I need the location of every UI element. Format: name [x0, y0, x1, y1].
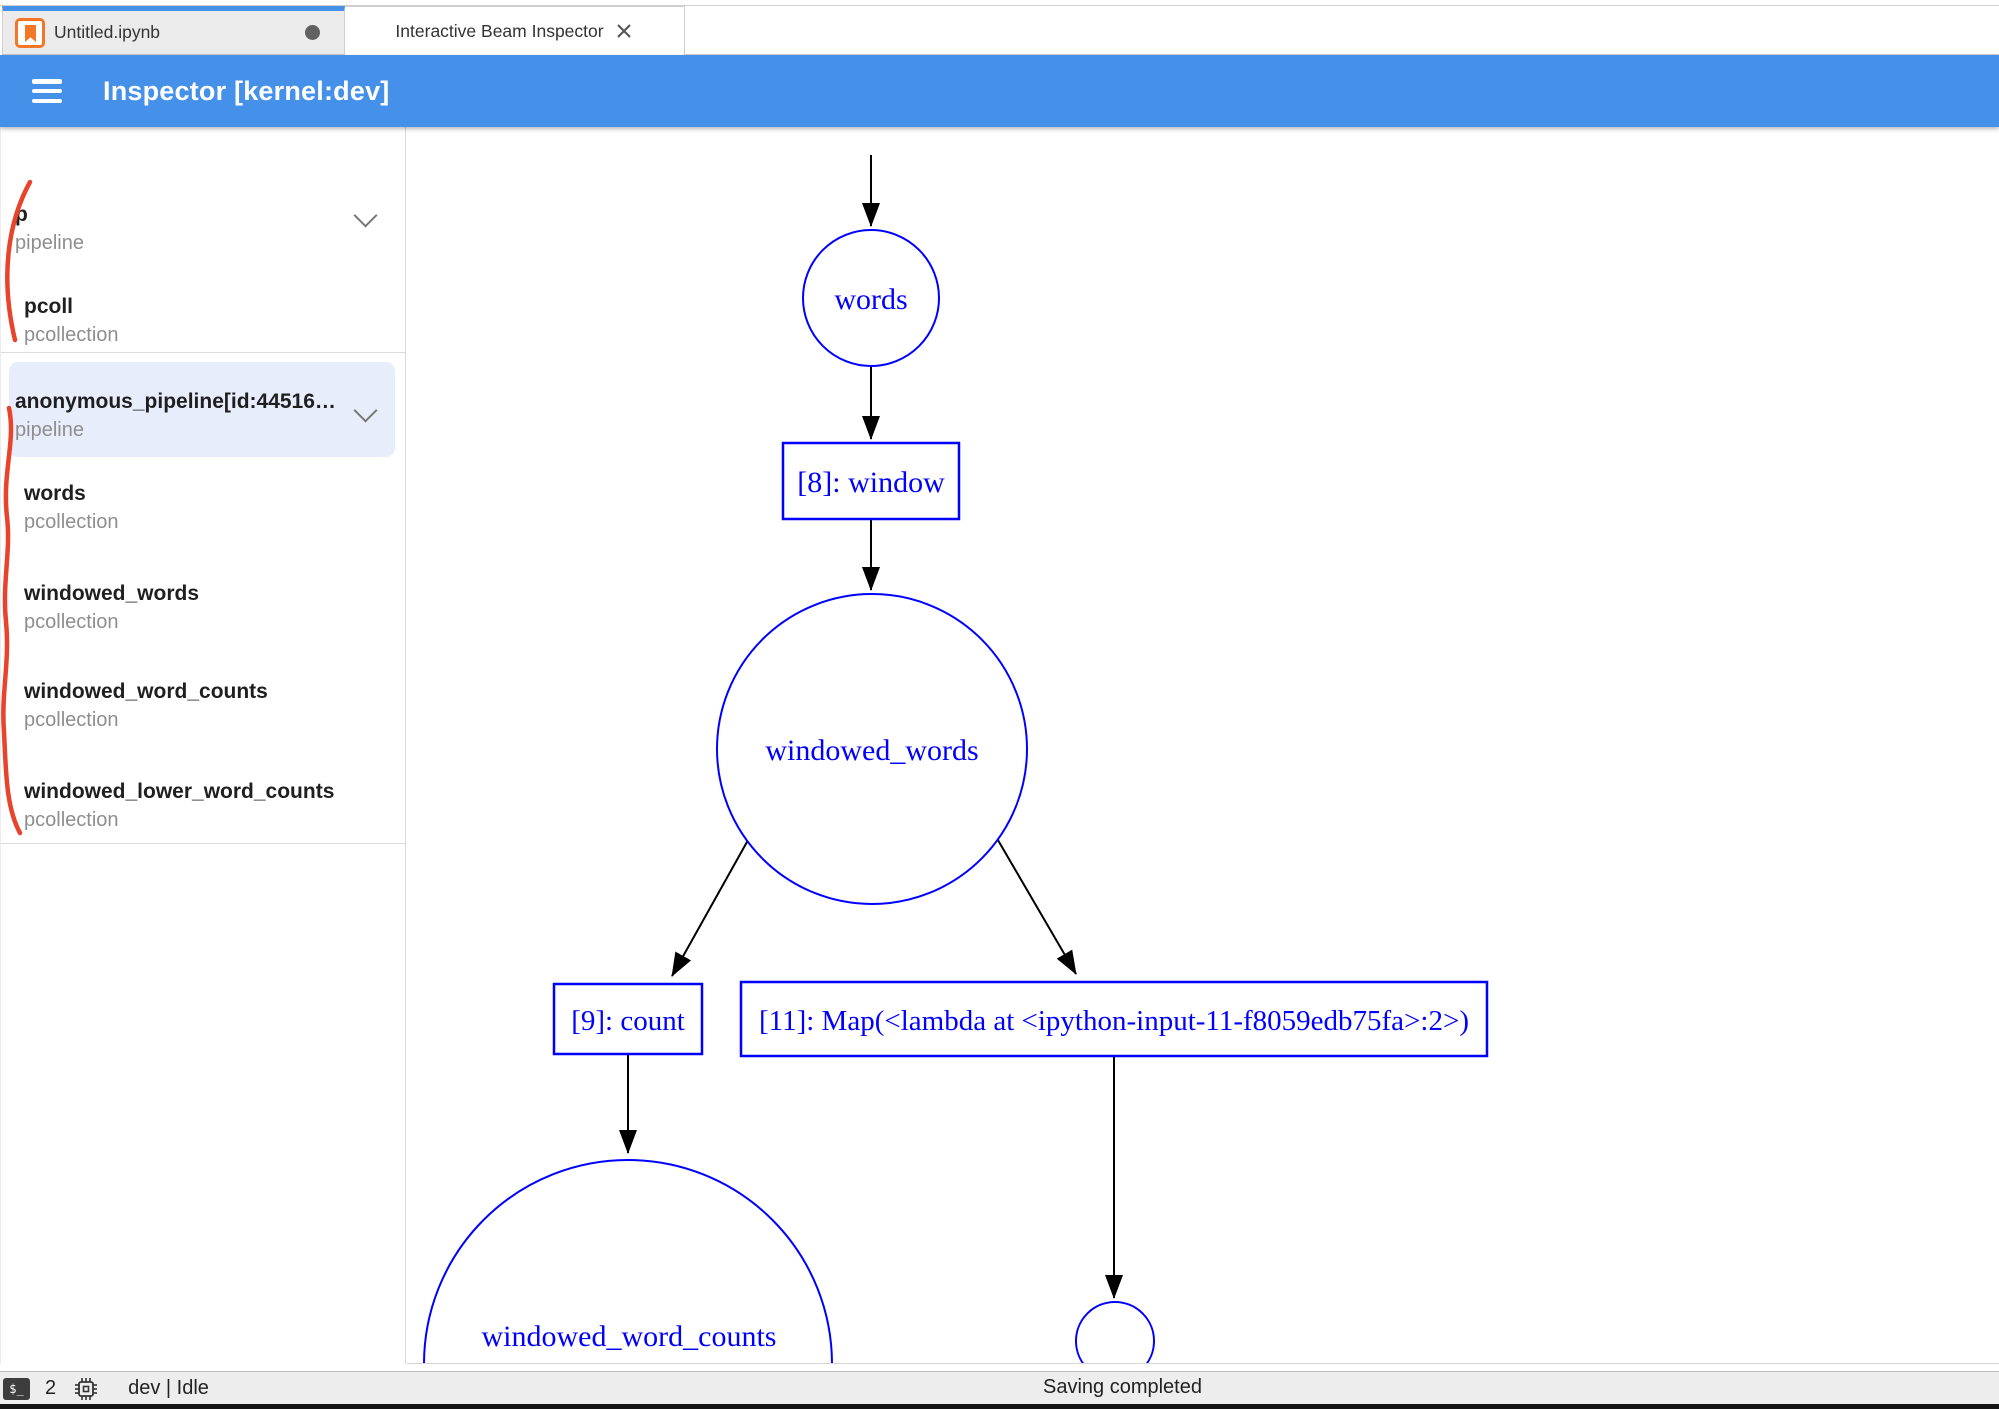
status-bar: $_ 2 dev | Idle Saving completed: [0, 1371, 1999, 1405]
terminal-icon[interactable]: $_: [3, 1377, 30, 1400]
tree-item-type: pcollection: [24, 511, 119, 533]
notebook-icon: [15, 17, 45, 48]
tree-item-words[interactable]: words pcollection: [1, 480, 405, 536]
edge-windowedwords-map: [994, 834, 1077, 975]
kernel-status[interactable]: dev | Idle: [128, 1377, 209, 1399]
hamburger-icon[interactable]: [32, 79, 62, 103]
chip-icon[interactable]: [74, 1377, 98, 1401]
pipeline-card-p: p pipeline pcoll pcollection: [1, 127, 405, 353]
graph-node-label: words: [834, 283, 907, 316]
tree-item-type: pcollection: [24, 611, 119, 633]
pipeline-graph-svg: words [8]: window windowed_words [9]: co…: [423, 155, 1489, 1364]
close-icon[interactable]: [614, 21, 634, 41]
edge-windowedwords-count: [671, 832, 753, 977]
graph-node-label: [8]: window: [797, 466, 945, 499]
tree-item-name: anonymous_pipeline[id:44516…: [15, 390, 336, 413]
window-bottom-edge: [0, 1404, 1999, 1409]
pipeline-tree-panel: p pipeline pcoll pcollection anonymous_p…: [0, 127, 406, 1364]
tree-item-anonymous-pipeline-selected[interactable]: anonymous_pipeline[id:44516… pipeline: [9, 362, 395, 457]
save-status-message: Saving completed: [1043, 1376, 1202, 1398]
tree-item-name: pcoll: [24, 295, 74, 318]
graph-node-map-lambda[interactable]: [739, 980, 1489, 1058]
pipeline-graph-canvas: words [8]: window windowed_words [9]: co…: [407, 127, 1999, 1364]
graph-node-label: windowed_word_counts: [482, 1320, 777, 1353]
graph-node-label: [9]: count: [571, 1005, 685, 1037]
tree-item-name: windowed_words: [24, 582, 200, 605]
tree-item-type: pcollection: [24, 809, 119, 831]
tree-item-pipeline-p[interactable]: p pipeline: [1, 201, 405, 257]
graph-node-window[interactable]: [781, 441, 961, 521]
pipeline-card-anonymous: anonymous_pipeline[id:44516… pipeline wo…: [1, 352, 405, 844]
tab-untitled-notebook[interactable]: Untitled.ipynb: [2, 6, 345, 55]
inspector-header: Inspector [kernel:dev]: [0, 55, 1999, 127]
tree-item-windowed-word-counts[interactable]: windowed_word_counts pcollection: [1, 678, 405, 734]
graph-node-windowed-words[interactable]: [716, 593, 1028, 905]
terminal-count[interactable]: 2: [45, 1377, 57, 1399]
terminal-glyph: $_: [9, 1381, 24, 1396]
tree-item-type: pcollection: [24, 324, 119, 346]
tree-item-type: pipeline: [15, 232, 84, 254]
tree-item-name: windowed_lower_word_counts: [24, 780, 335, 803]
tree-item-pcoll[interactable]: pcoll pcollection: [1, 293, 405, 349]
tree-item-name: p: [15, 203, 28, 226]
tab-label: Untitled.ipynb: [54, 22, 161, 42]
tree-item-windowed-words[interactable]: windowed_words pcollection: [1, 580, 405, 636]
tree-item-type: pipeline: [15, 419, 84, 441]
tab-beam-inspector[interactable]: Interactive Beam Inspector: [345, 6, 685, 55]
dock-tab-bar: Untitled.ipynb Interactive Beam Inspecto…: [0, 6, 1999, 55]
graph-node-windowed-word-counts[interactable]: [423, 1159, 833, 1364]
graph-node-words[interactable]: [802, 229, 940, 367]
tab-label: Interactive Beam Inspector: [395, 20, 604, 41]
graph-node-unlabeled-output[interactable]: [1075, 1301, 1155, 1364]
tree-item-windowed-lower-word-counts[interactable]: windowed_lower_word_counts pcollection: [1, 778, 405, 834]
graph-node-count[interactable]: [552, 982, 704, 1056]
page-title: Inspector [kernel:dev]: [103, 75, 390, 106]
graph-node-label: [11]: Map(<lambda at <ipython-input-11-f…: [759, 1005, 1469, 1037]
tree-item-name: windowed_word_counts: [24, 680, 268, 703]
tab-bar-empty-space: [685, 6, 1999, 55]
unsaved-changes-dot: [305, 25, 320, 40]
window-top-border: [0, 5, 1999, 6]
tree-item-type: pcollection: [24, 709, 119, 731]
tree-item-name: words: [24, 482, 86, 505]
graph-node-label: windowed_words: [765, 734, 978, 767]
